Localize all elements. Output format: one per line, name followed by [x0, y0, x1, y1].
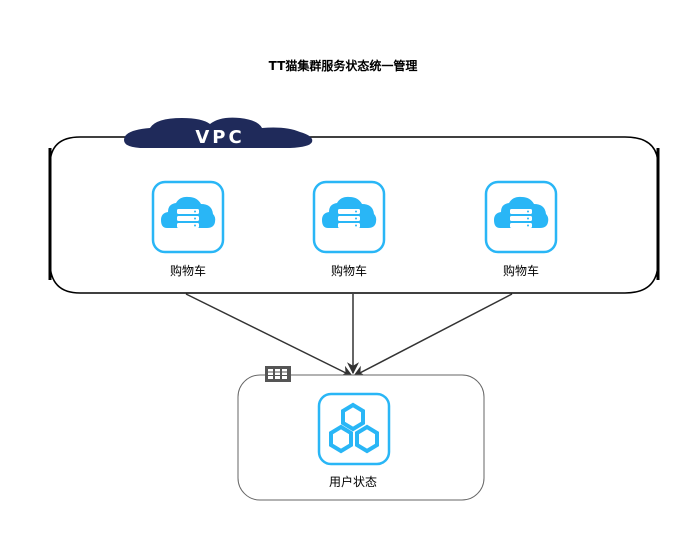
cloud-server-icon	[161, 196, 216, 228]
service-node-1[interactable]: 购物车	[151, 180, 225, 278]
server-rack-icon	[265, 366, 291, 382]
vpc-cloud-badge: VPC	[124, 117, 313, 148]
cloud-server-icon	[322, 196, 377, 228]
service-node-3[interactable]: 购物车	[484, 180, 558, 278]
service-node-label: 购物车	[331, 263, 367, 278]
connectors	[185, 293, 513, 377]
service-node-label: 购物车	[503, 263, 539, 278]
vpc-label: VPC	[195, 127, 244, 148]
target-node-label: 用户状态	[329, 474, 377, 489]
hexagon-cluster-icon	[329, 402, 379, 454]
diagram-title: TT猫集群服务状态统一管理	[269, 58, 418, 73]
connector-arrow-3[interactable]	[352, 293, 513, 377]
vpc-cloud-icon	[124, 117, 313, 148]
service-node-2[interactable]: 购物车	[312, 180, 386, 278]
connector-arrow-1[interactable]	[185, 293, 354, 377]
target-node[interactable]: 用户状态	[317, 392, 391, 489]
cloud-server-icon	[494, 196, 549, 228]
service-node-label: 购物车	[170, 263, 206, 278]
